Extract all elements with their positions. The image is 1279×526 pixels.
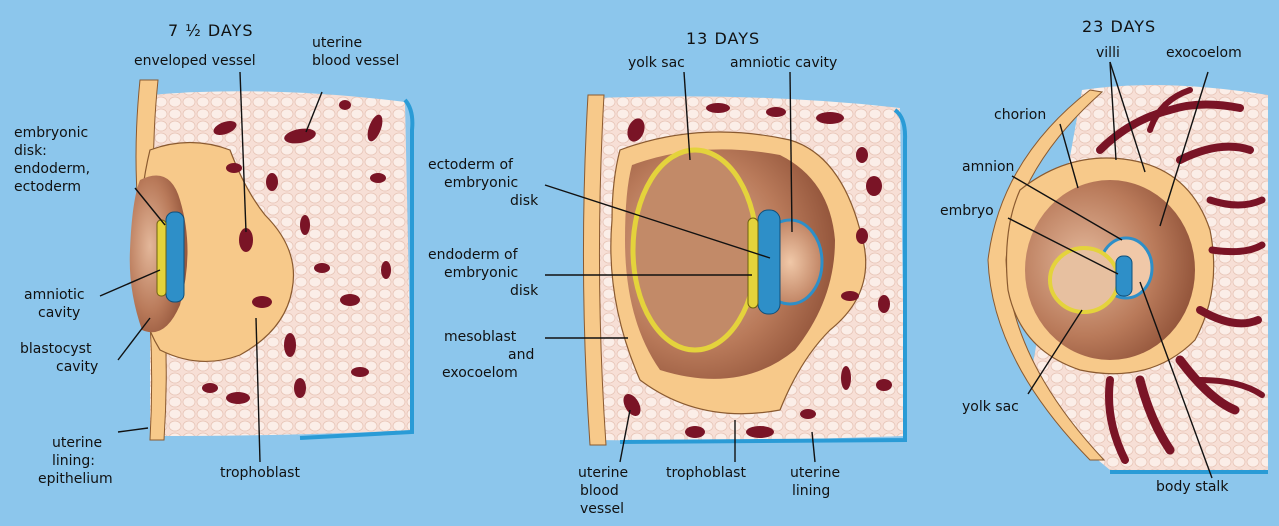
label-uterine-lining-line1: uterine (52, 434, 102, 452)
panel-2-endoderm (748, 218, 758, 308)
panel-2-yolk-sac (633, 150, 757, 350)
label-villi: villi (1096, 44, 1120, 62)
label-uterine-blood-vessel-2-line1: uterine (578, 464, 628, 482)
label-enveloped-vessel: enveloped vessel (134, 52, 256, 70)
label-ectoderm-line2: embryonic (444, 174, 518, 192)
label-embryonic-disk-line3: endoderm, (14, 160, 90, 178)
label-uterine-blood-vessel-2-line3: vessel (580, 500, 624, 518)
label-embryonic-disk-line4: ectoderm (14, 178, 81, 196)
panel-2-ectoderm (758, 210, 780, 314)
panel-1-endoderm (157, 220, 166, 296)
label-exocoelom-3: exocoelom (1166, 44, 1242, 62)
label-blastocyst-cavity-line2: cavity (56, 358, 98, 376)
label-amniotic-cavity-line2: cavity (38, 304, 80, 322)
label-uterine-lining-2-line2: lining (792, 482, 830, 500)
label-uterine-lining-line3: epithelium (38, 470, 113, 488)
panel-3-art (988, 62, 1268, 478)
label-ectoderm-line1: ectoderm of (428, 156, 513, 174)
label-amniotic-cavity-2: amniotic cavity (730, 54, 837, 72)
label-embryo: embryo (940, 202, 994, 220)
panel-1-art (100, 72, 412, 462)
label-uterine-blood-vessel-line1: uterine (312, 34, 362, 52)
label-mesoblast-line3: exocoelom (442, 364, 518, 382)
label-endoderm-line1: endoderm of (428, 246, 518, 264)
label-endoderm-line2: embryonic (444, 264, 518, 282)
label-body-stalk: body stalk (1156, 478, 1228, 496)
label-embryonic-disk-line1: embryonic (14, 124, 88, 142)
label-uterine-blood-vessel-2-line2: blood (580, 482, 619, 500)
label-ectoderm-line3: disk (510, 192, 538, 210)
label-uterine-lining-2-line1: uterine (790, 464, 840, 482)
panel-2-art (545, 72, 905, 462)
label-yolk-sac-2: yolk sac (628, 54, 685, 72)
panel-3-embryo (1116, 256, 1132, 296)
label-endoderm-line3: disk (510, 282, 538, 300)
label-trophoblast-1: trophoblast (220, 464, 300, 482)
panel-1-title: 7 ½ DAYS (168, 22, 254, 40)
label-blastocyst-cavity-line1: blastocyst (20, 340, 91, 358)
label-mesoblast-line1: mesoblast (444, 328, 516, 346)
label-uterine-blood-vessel-line2: blood vessel (312, 52, 399, 70)
label-amnion: amnion (962, 158, 1014, 176)
label-embryonic-disk-line2: disk: (14, 142, 47, 160)
panel-1-ectoderm (166, 212, 184, 302)
label-mesoblast-line2: and (508, 346, 534, 364)
label-amniotic-cavity-line1: amniotic (24, 286, 85, 304)
panel-3-yolk-sac (1050, 248, 1118, 312)
panel-2-title: 13 DAYS (686, 30, 760, 48)
panel-3-title: 23 DAYS (1082, 18, 1156, 36)
label-chorion: chorion (994, 106, 1046, 124)
label-trophoblast-2: trophoblast (666, 464, 746, 482)
label-yolk-sac-3: yolk sac (962, 398, 1019, 416)
label-uterine-lining-line2: lining: (52, 452, 95, 470)
